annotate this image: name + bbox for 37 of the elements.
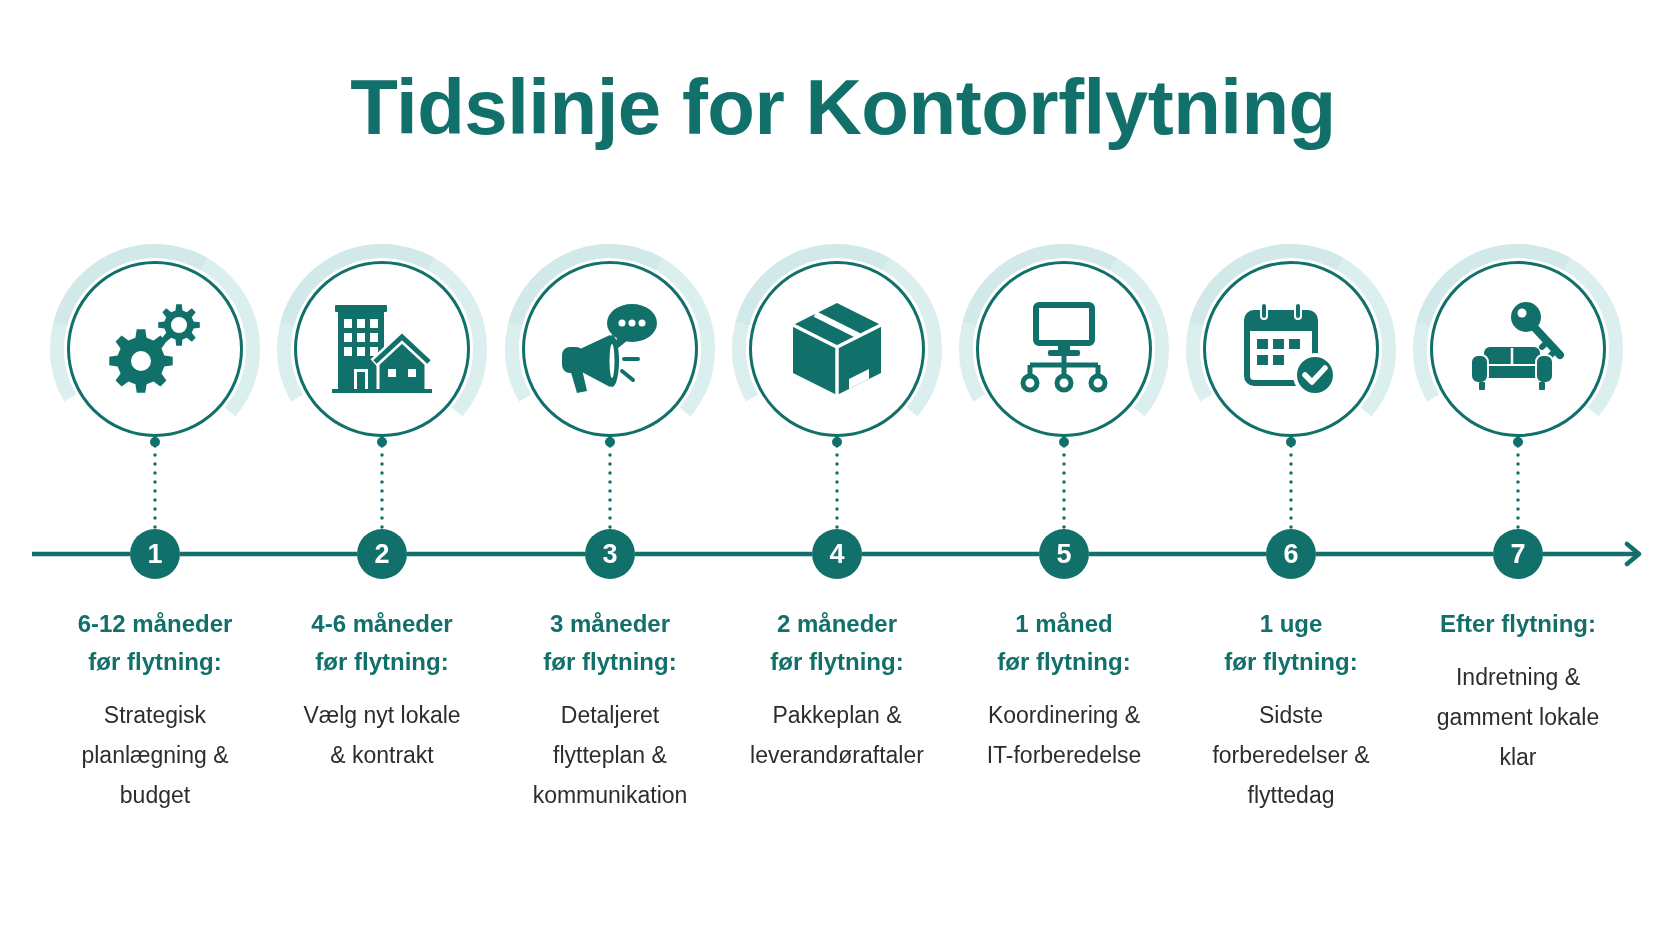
timeline-line: [1089, 551, 1266, 557]
step-description: Strategisk planlægning & budget: [80, 701, 230, 810]
step-description: Koordinering & IT-forberedelse: [985, 701, 1143, 770]
step-description: Vælg nyt lokale & kontrakt: [302, 701, 462, 770]
dotted-connector: [605, 435, 615, 531]
step-timeframe: 3 måneder før flytning:: [542, 609, 678, 677]
dotted-connector: [832, 435, 842, 531]
step-number: 1: [130, 529, 180, 579]
diagram-title: Tidslinje for Kontorflytning: [350, 62, 1336, 152]
step-timeframe: 6-12 måneder før flytning:: [76, 609, 234, 677]
step-timeframe: Efter flytning:: [1440, 609, 1596, 639]
step-description: Pakkeplan & leverandøraftaler: [749, 701, 925, 770]
timeline-line: [1316, 551, 1493, 557]
dotted-connector: [1286, 435, 1296, 531]
step-number: 2: [357, 529, 407, 579]
timeline-line: [32, 551, 130, 557]
timeline-line: [180, 551, 357, 557]
timeline-line: [635, 551, 812, 557]
step-description: Indretning & gamment lokale klar: [1435, 663, 1601, 772]
dotted-connector: [1513, 435, 1523, 531]
step-description: Detaljeret flytteplan & kommunikation: [531, 701, 689, 810]
dotted-connector: [150, 435, 160, 531]
step-timeframe: 2 måneder før flytning:: [769, 609, 905, 677]
timeline-line: [862, 551, 1039, 557]
step-number: 7: [1493, 529, 1543, 579]
step-description: Sidste forberedelser & flyttedag: [1211, 701, 1371, 810]
step-number: 6: [1266, 529, 1316, 579]
step-timeframe: 4-6 måneder før flytning:: [310, 609, 454, 677]
timeline-line: [407, 551, 585, 557]
step-number: 4: [812, 529, 862, 579]
step-number: 3: [585, 529, 635, 579]
dotted-connector: [1059, 435, 1069, 531]
step-timeframe: 1 uge før flytning:: [1223, 609, 1359, 677]
step-timeframe: 1 måned før flytning:: [996, 609, 1132, 677]
dotted-connector: [377, 435, 387, 531]
timeline-arrow: [1543, 541, 1642, 567]
step-number: 5: [1039, 529, 1089, 579]
